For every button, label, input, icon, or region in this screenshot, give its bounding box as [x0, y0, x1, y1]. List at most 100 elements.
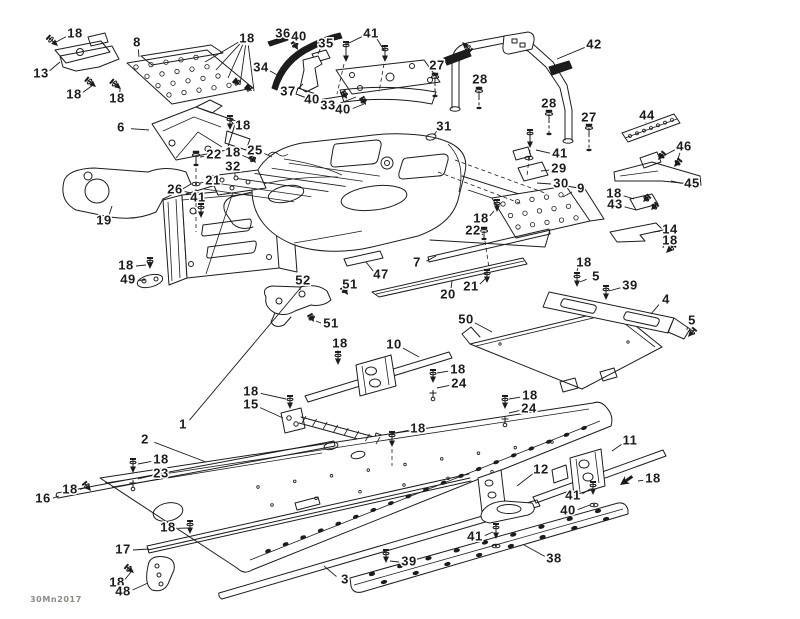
callout-leader — [376, 38, 385, 51]
part-bracket-29-30 — [512, 146, 549, 182]
part-plate-32 — [209, 169, 267, 196]
screw-icon — [186, 520, 194, 534]
washer-icon — [589, 502, 599, 508]
screw-icon — [339, 89, 348, 99]
callout-14: 14 — [662, 222, 678, 237]
callout-18: 18 — [645, 471, 660, 486]
callout-18: 18 — [662, 233, 677, 248]
callout-leader — [508, 410, 520, 414]
callout-18: 18 — [118, 258, 133, 273]
callout-leader — [227, 44, 244, 79]
callout-leader — [576, 268, 579, 272]
washer-icon — [192, 191, 202, 197]
callout-18: 18 — [109, 91, 124, 106]
callout-11: 11 — [623, 433, 638, 448]
callout-leader — [479, 278, 486, 285]
callout-leader — [436, 385, 450, 389]
callout-leader — [130, 128, 150, 131]
callout-46: 46 — [676, 139, 691, 154]
callout-leader — [481, 233, 484, 236]
callout-leader — [582, 488, 591, 495]
callout-leader — [137, 460, 152, 465]
part-outlines — [54, 31, 702, 600]
part-sliver-36 — [267, 35, 289, 47]
part-strip-17 — [146, 473, 472, 554]
callout-leader — [346, 290, 348, 293]
part-panel-50 — [461, 308, 663, 393]
screw-icon — [45, 34, 58, 46]
screw-icon — [226, 115, 234, 130]
screw-icon — [358, 95, 367, 105]
part-bracket-12 — [477, 469, 535, 524]
callout-27: 27 — [581, 110, 596, 125]
callout-18: 18 — [109, 575, 124, 590]
callout-leader — [623, 195, 635, 200]
callout-leader — [135, 264, 147, 267]
callout-10: 10 — [386, 337, 401, 352]
washer-icon — [491, 543, 501, 549]
part-bar-14 — [609, 222, 664, 243]
callout-12: 12 — [533, 462, 548, 477]
callout-leader — [132, 582, 149, 591]
washer-icon — [191, 181, 201, 187]
callout-leader — [624, 206, 637, 211]
clip-icon — [129, 480, 137, 492]
callout-8: 8 — [133, 35, 141, 50]
callout-leader — [230, 120, 234, 125]
callout-18: 18 — [473, 211, 488, 226]
callout-24: 24 — [521, 401, 537, 416]
callout-leader — [535, 149, 551, 154]
callout-leader — [484, 531, 494, 537]
screw-icon — [493, 199, 501, 212]
callout-40: 40 — [335, 102, 350, 117]
callout-leader — [579, 278, 587, 283]
callout-leader — [321, 95, 344, 100]
callout-leader — [652, 230, 661, 233]
bolt-icon — [479, 226, 489, 241]
part-plate-49 — [136, 273, 164, 289]
callout-40: 40 — [291, 29, 306, 44]
callout-4: 4 — [662, 292, 670, 307]
fastener-icons — [45, 34, 698, 573]
screw-icon — [109, 78, 121, 89]
callout-18: 18 — [522, 388, 537, 403]
callout-22: 22 — [465, 223, 480, 238]
callout-leader — [516, 473, 534, 487]
part-bracket-13 — [54, 32, 120, 72]
screw-icon — [306, 312, 315, 322]
part-strip-4 — [542, 291, 691, 340]
bolt-icon — [430, 72, 440, 98]
callout-26: 26 — [167, 182, 182, 197]
arrow-icon — [620, 475, 634, 485]
callout-40: 40 — [560, 503, 575, 518]
bolt-icon — [191, 150, 201, 167]
callout-leader — [670, 180, 683, 184]
callout-44: 44 — [639, 108, 655, 123]
screw-icon — [146, 257, 154, 269]
callout-3: 3 — [341, 572, 349, 587]
callout-27: 27 — [429, 58, 444, 73]
callout-16: 16 — [35, 491, 50, 506]
callout-leader — [660, 149, 676, 158]
part-bracket-13-hole — [76, 48, 84, 56]
callout-41: 41 — [565, 488, 580, 503]
callout-43: 43 — [607, 197, 622, 212]
callout-1: 1 — [179, 417, 187, 432]
callout-38: 38 — [546, 551, 561, 566]
screw-icon — [334, 351, 342, 365]
screw-icon — [483, 269, 491, 283]
screw-icon — [429, 369, 437, 383]
diagram-code: 30Mn2017 — [30, 595, 82, 604]
callout-leader — [675, 152, 681, 165]
callout-leader — [52, 495, 60, 499]
part-bracket-37 — [295, 55, 323, 101]
callout-leader — [394, 429, 409, 434]
screw-icon — [573, 272, 581, 287]
callout-9: 9 — [577, 181, 585, 196]
callout-31: 31 — [436, 119, 451, 134]
screw-icon — [342, 41, 350, 62]
callout-leader — [352, 103, 365, 109]
screw-icon — [462, 42, 474, 54]
part-bumper-tube-42 — [443, 31, 574, 144]
part-panel-19 — [62, 167, 192, 219]
